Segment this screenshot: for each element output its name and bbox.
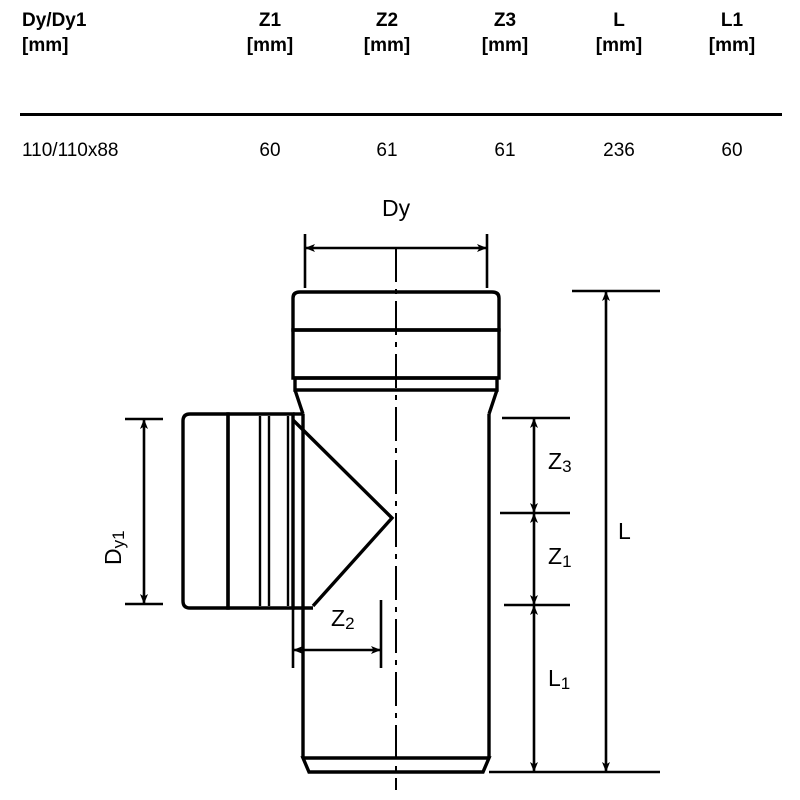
dimension-label-l1: L1 bbox=[548, 665, 571, 693]
branch-wedge bbox=[291, 418, 395, 608]
socket-to-body-taper bbox=[293, 389, 499, 415]
dimension-label-z3-main: Z bbox=[548, 448, 563, 474]
table-header-z3: Z3 [mm] bbox=[440, 8, 570, 58]
dimension-label-z3: Z3 bbox=[548, 448, 572, 476]
dimension-label-dy1-main: D bbox=[100, 548, 126, 565]
dimension-label-l: L bbox=[618, 518, 631, 545]
dimension-right-inner-group bbox=[489, 416, 660, 774]
dimension-label-z1: Z1 bbox=[548, 543, 572, 571]
dimension-label-z1-main: Z bbox=[548, 543, 563, 569]
dimension-label-z2-sub: 2 bbox=[345, 614, 355, 633]
table-header-z2: Z2 [mm] bbox=[322, 8, 452, 58]
table-cell-z1: 60 bbox=[259, 140, 281, 161]
dimension-label-dy: Dy bbox=[382, 195, 410, 222]
table-header-l-unit: [mm] bbox=[595, 35, 643, 56]
dimension-label-l1-sub: 1 bbox=[560, 674, 571, 693]
table-header-divider bbox=[20, 113, 782, 116]
table-header-z1-unit: [mm] bbox=[246, 35, 294, 56]
dimension-z2-group bbox=[291, 600, 383, 668]
main-pipe-bottom-chamfer bbox=[300, 756, 492, 774]
top-socket-collar bbox=[291, 290, 501, 332]
table-cell-l1: 60 bbox=[721, 140, 743, 161]
dimension-dy1-group bbox=[125, 417, 163, 606]
dimension-label-dy1-sub: y1 bbox=[109, 530, 128, 549]
branch-socket-collar bbox=[181, 412, 230, 610]
dimension-label-z2: Z2 bbox=[331, 605, 355, 633]
table-header-l1-name: L1 bbox=[720, 10, 744, 31]
table-cell-size: 110/110x88 bbox=[22, 140, 119, 161]
table-header-l: L [mm] bbox=[554, 8, 684, 58]
specification-table: Dy/Dy1 [mm] Z1 [mm] Z2 [mm] Z3 [mm] L [m… bbox=[0, 0, 800, 175]
table-header-z3-name: Z3 bbox=[493, 10, 517, 31]
table-header-z3-unit: [mm] bbox=[481, 35, 529, 56]
top-socket-body bbox=[291, 328, 501, 380]
dimension-label-l1-main: L bbox=[548, 665, 561, 691]
table-cell-z2: 61 bbox=[376, 140, 398, 161]
dimension-label-z1-sub: 1 bbox=[562, 552, 572, 571]
dimension-dy-group bbox=[303, 234, 489, 288]
table-header-l-name: L bbox=[613, 10, 625, 31]
table-header-z2-name: Z2 bbox=[375, 10, 399, 31]
dimension-label-z2-main: Z bbox=[331, 605, 346, 631]
table-header-dy-dy1-unit: [mm] bbox=[22, 35, 69, 56]
table-header-l1-unit: [mm] bbox=[708, 35, 756, 56]
pipe-outline-group bbox=[181, 290, 501, 774]
dimension-l-group bbox=[572, 289, 660, 772]
table-header-z1: Z1 [mm] bbox=[205, 8, 335, 58]
table-header-z2-unit: [mm] bbox=[363, 35, 411, 56]
table-header-dy-dy1-name: Dy/Dy1 bbox=[22, 10, 87, 31]
table-header-z1-name: Z1 bbox=[258, 10, 282, 31]
dimension-label-z3-sub: 3 bbox=[562, 457, 572, 476]
dimension-label-dy1: Dy1 bbox=[100, 530, 128, 565]
table-header-l1: L1 [mm] bbox=[673, 8, 791, 58]
dimension-label-dy-text: Dy bbox=[382, 195, 411, 221]
table-cell-l: 236 bbox=[603, 140, 635, 161]
table-cell-z3: 61 bbox=[494, 140, 516, 161]
dimension-label-l-text: L bbox=[618, 518, 631, 544]
table-header-dy-dy1: Dy/Dy1 [mm] bbox=[22, 8, 222, 58]
